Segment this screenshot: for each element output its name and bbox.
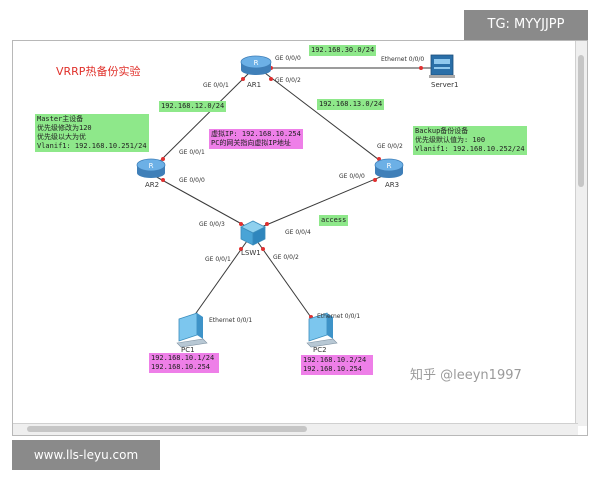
svg-text:R: R bbox=[254, 59, 259, 67]
port-label-ar2-g000: GE 0/0/0 bbox=[179, 177, 205, 184]
pc-icon-pc2[interactable] bbox=[306, 312, 338, 348]
net-label-192-168-30: 192.168.30.0/24 bbox=[309, 45, 377, 56]
backup-info-box: Backup备份设备 优先级默认值为: 100 Vlanif1: 192.168… bbox=[413, 126, 527, 155]
port-label-ar1-g001: GE 0/0/1 bbox=[203, 82, 229, 89]
vip-line-1: 虚拟IP: 192.168.10.254 bbox=[211, 130, 301, 138]
port-label-pc2-eth: Ethernet 0/0/1 bbox=[317, 313, 361, 320]
link-ar2-lsw1 bbox=[152, 174, 250, 229]
site-watermark: 知乎 @leeyn1997 bbox=[410, 368, 522, 383]
diagram-title: VRRP热备份实验 bbox=[56, 65, 141, 78]
device-label-server1: Server1 bbox=[431, 81, 459, 89]
master-info-box: Master主设备 优先级修改为120 优先级以大为优 Vlanif1: 192… bbox=[35, 114, 149, 152]
port-label-lsw-g003: GE 0/0/3 bbox=[199, 221, 225, 228]
master-line-4: Vlanif1: 192.168.10.251/24 bbox=[37, 142, 147, 150]
link-ar3-lsw1 bbox=[258, 174, 386, 229]
topology-canvas: R R R bbox=[12, 40, 588, 436]
port-label-server-eth: Ethernet 0/0/0 bbox=[381, 56, 425, 63]
device-label-pc2: PC2 bbox=[313, 346, 327, 354]
vip-info-box: 虚拟IP: 192.168.10.254 PC的网关指向虚拟IP地址 bbox=[209, 129, 303, 149]
port-label-ar3-g000: GE 0/0/0 bbox=[339, 173, 365, 180]
net-label-192-168-12: 192.168.12.0/24 bbox=[159, 101, 227, 112]
link-ar1-ar2 bbox=[154, 72, 250, 167]
svg-text:R: R bbox=[387, 162, 392, 170]
horizontal-scrollbar[interactable] bbox=[13, 423, 578, 435]
port-label-ar1-g002: GE 0/0/2 bbox=[275, 77, 301, 84]
pc-icon-pc1[interactable] bbox=[176, 312, 208, 348]
device-label-lsw1: LSW1 bbox=[241, 249, 261, 257]
port-label-lsw-g001: GE 0/0/1 bbox=[205, 256, 231, 263]
topology-links: R R R bbox=[136, 54, 455, 348]
link-lsw1-pc1 bbox=[188, 240, 248, 324]
pc1-info-box: 192.168.10.1/24 192.168.10.254 bbox=[149, 353, 219, 373]
switch-icon-lsw1[interactable] bbox=[240, 220, 266, 246]
device-label-ar2: AR2 bbox=[145, 181, 160, 189]
backup-line-1: Backup备份设备 bbox=[415, 127, 469, 135]
vip-line-2: PC的网关指向虚拟IP地址 bbox=[211, 139, 291, 147]
pc2-info-box: 192.168.10.2/24 192.168.10.254 bbox=[301, 355, 373, 375]
router-icon-ar2[interactable]: R bbox=[136, 158, 166, 178]
router-icon-ar1[interactable]: R bbox=[240, 55, 272, 75]
master-line-3: 优先级以大为优 bbox=[37, 133, 86, 141]
svg-text:R: R bbox=[149, 162, 154, 170]
pc2-ip: 192.168.10.2/24 bbox=[303, 356, 367, 364]
port-label-pc1-eth: Ethernet 0/0/1 bbox=[209, 317, 253, 324]
router-icon-ar3[interactable]: R bbox=[374, 158, 404, 178]
url-watermark: www.lls-leyu.com bbox=[12, 440, 160, 470]
pc1-gateway: 192.168.10.254 bbox=[151, 363, 211, 371]
vertical-scroll-thumb[interactable] bbox=[578, 55, 584, 187]
net-label-access: access bbox=[319, 215, 349, 226]
port-label-ar1-g000: GE 0/0/0 bbox=[275, 55, 301, 62]
net-label-192-168-13: 192.168.13.0/24 bbox=[317, 99, 385, 110]
device-label-pc1: PC1 bbox=[181, 346, 195, 354]
port-label-ar3-g002: GE 0/0/2 bbox=[377, 143, 403, 150]
tg-watermark: TG: MYYJJPP bbox=[464, 10, 588, 40]
backup-line-3: Vlanif1: 192.168.10.252/24 bbox=[415, 145, 525, 153]
master-line-2: 优先级修改为120 bbox=[37, 124, 92, 132]
horizontal-scroll-thumb[interactable] bbox=[27, 426, 307, 432]
master-line-1: Master主设备 bbox=[37, 115, 84, 123]
vertical-scrollbar[interactable] bbox=[575, 41, 587, 426]
pc2-gateway: 192.168.10.254 bbox=[303, 365, 363, 373]
pc1-ip: 192.168.10.1/24 bbox=[151, 354, 215, 362]
device-label-ar1: AR1 bbox=[247, 81, 262, 89]
link-lsw1-pc2 bbox=[256, 240, 316, 324]
port-label-lsw-g002: GE 0/0/2 bbox=[273, 254, 299, 261]
port-label-ar2-g001: GE 0/0/1 bbox=[179, 149, 205, 156]
port-label-lsw-g004: GE 0/0/4 bbox=[285, 229, 311, 236]
server-icon-server1[interactable] bbox=[429, 54, 455, 78]
link-ar1-ar3 bbox=[264, 72, 388, 167]
backup-line-2: 优先级默认值为: 100 bbox=[415, 136, 486, 144]
device-label-ar3: AR3 bbox=[385, 181, 400, 189]
